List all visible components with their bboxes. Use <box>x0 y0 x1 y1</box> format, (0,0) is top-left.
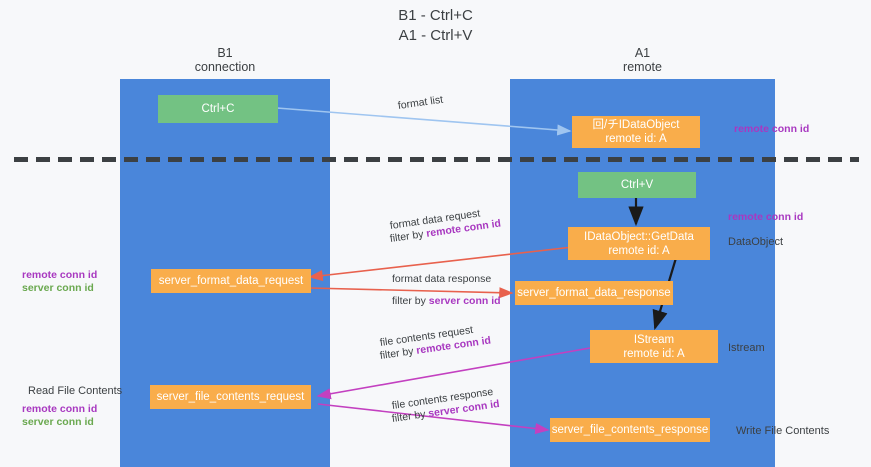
diagram-title: B1 - Ctrl+C A1 - Ctrl+V <box>0 6 871 46</box>
right-label-dataobject: DataObject <box>728 236 784 248</box>
label-format-data-response-line1: format data response <box>392 273 492 285</box>
lane-a1-name: A1 <box>634 46 651 60</box>
label-file-contents-request: file contents request filter by remote c… <box>379 324 492 363</box>
box-server-file-contents-response[interactable]: server_file_contents_response <box>550 418 710 442</box>
box-istream-line2: remote id: A <box>623 347 685 360</box>
box-ctrl-v-label: Ctrl+V <box>620 179 654 191</box>
lane-a1-role: remote <box>623 60 662 74</box>
right-label-istream: Istream <box>728 342 765 354</box>
label-format-data-response-filter: filter by server conn id <box>392 295 501 308</box>
label-format-data-response: format data response filter by server co… <box>392 273 501 308</box>
lane-header-b1: B1 connection <box>120 46 330 74</box>
label-file-contents-response: file contents response filter by server … <box>391 386 501 426</box>
box-idataobject[interactable]: 回/チIDataObject remote id: A <box>572 116 700 148</box>
left-label-remote-conn-id-1: remote conn id <box>22 269 98 281</box>
label-format-data-request: format data request filter by remote con… <box>389 207 502 246</box>
lane-b1-name: B1 <box>217 46 233 60</box>
filter-prefix: filter by <box>392 295 429 307</box>
lane-header-a1: A1 remote <box>510 46 775 74</box>
arrow-format-list <box>276 107 572 136</box>
right-label-remote-conn-id-mid: remote conn id <box>728 211 804 223</box>
title-line-1: B1 - Ctrl+C <box>398 7 473 24</box>
left-label-read-file-contents: Read File Contents <box>28 385 123 397</box>
left-label-remote-conn-id-2: remote conn id <box>22 403 98 415</box>
box-server-format-data-request[interactable]: server_format_data_request <box>151 269 311 293</box>
phase-divider <box>14 157 859 162</box>
box-server-format-data-request-label: server_format_data_request <box>158 275 304 287</box>
box-server-file-contents-response-label: server_file_contents_response <box>551 424 709 436</box>
right-label-remote-conn-id-top: remote conn id <box>734 123 810 135</box>
arrow-file-contents-response <box>317 403 550 435</box>
left-label-server-conn-id-2: server conn id <box>22 416 94 428</box>
right-label-write-file-contents: Write File Contents <box>736 425 830 437</box>
filter-key-server-conn-id: server conn id <box>428 295 501 307</box>
arrow-format-data-request <box>308 246 574 282</box>
arrow-file-contents-request <box>316 347 591 400</box>
box-server-file-contents-request[interactable]: server_file_contents_request <box>150 385 311 409</box>
box-server-format-data-response-label: server_format_data_response <box>517 287 671 299</box>
box-idataobject-line2: remote id: A <box>605 133 667 145</box>
title-line-2: A1 - Ctrl+V <box>398 27 473 44</box>
box-getdata[interactable]: IDataObject::GetData remote id: A <box>568 227 710 260</box>
left-label-server-conn-id-1: server conn id <box>22 282 94 294</box>
label-format-list: format list <box>397 94 444 113</box>
box-server-file-contents-request-label: server_file_contents_request <box>156 391 305 403</box>
lane-b1-role: connection <box>194 60 256 74</box>
box-getdata-line2: remote id: A <box>608 244 670 257</box>
box-ctrl-c-label: Ctrl+C <box>201 103 235 115</box>
box-istream-line1: IStream <box>633 333 675 346</box>
arrow-format-data-response <box>309 287 514 299</box>
box-ctrl-c[interactable]: Ctrl+C <box>158 95 278 123</box>
box-server-format-data-response[interactable]: server_format_data_response <box>515 281 673 305</box>
box-getdata-line1: IDataObject::GetData <box>584 230 694 243</box>
box-ctrl-v[interactable]: Ctrl+V <box>578 172 696 198</box>
box-idataobject-line1: 回/チIDataObject <box>592 119 680 131</box>
box-istream[interactable]: IStream remote id: A <box>590 330 718 363</box>
